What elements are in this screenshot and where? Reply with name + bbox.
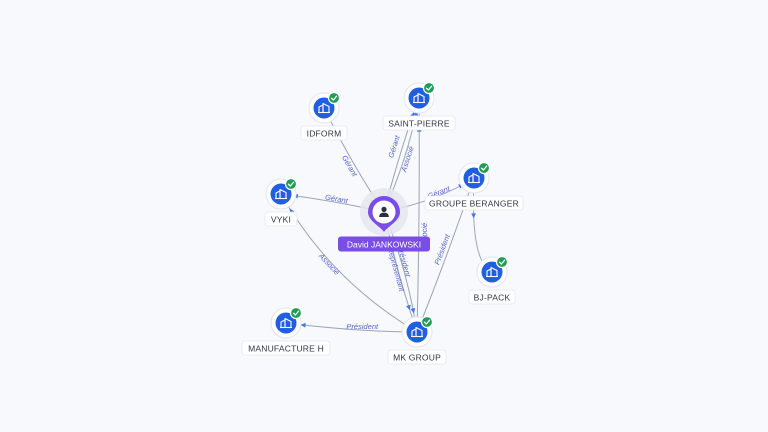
company-node-disc [406,321,428,343]
building-icon [413,92,425,104]
company-node-mk-group[interactable]: MK GROUP [387,315,447,365]
company-node-label[interactable]: MANUFACTURE H [241,340,331,356]
company-name: MK GROUP [393,352,441,362]
edge-arrow-icon [406,304,411,311]
building-icon [280,317,292,329]
verified-check-icon [477,161,491,175]
building-icon [468,172,480,184]
company-node-disc [313,97,335,119]
user-icon [379,206,389,217]
verified-check-icon [420,315,434,329]
company-node-manufacture-h[interactable]: MANUFACTURE H [241,306,331,356]
company-node-idform[interactable]: IDFORM [300,91,348,141]
building-icon [275,188,287,200]
company-node-label[interactable]: IDFORM [300,125,348,141]
building-icon [318,102,330,114]
company-name: MANUFACTURE H [248,343,324,353]
company-name: VYKI [271,214,291,224]
company-node-bj-pack[interactable]: BJ-PACK [468,255,516,305]
company-name: GROUPE BERANGER [429,198,519,208]
verified-check-icon [495,255,509,269]
person-name: David JANKOWSKI [347,239,421,249]
edge-arrow-icon [300,322,306,328]
edge-arrow-icon [410,307,416,314]
edge-mk-group-to-saint-pierre: Associé [416,97,429,333]
edge-label: Président [346,322,379,331]
company-node-label[interactable]: GROUPE BERANGER [424,195,524,211]
edge-mk-group-to-manufacture-h: Président [285,322,418,333]
edge-label: Associé [316,251,341,277]
company-name: SAINT-PIERRE [388,118,450,128]
building-icon [411,326,423,338]
edge-label: Gérant [340,154,360,179]
nodes-layer: IDFORM SAINT-PIERRE GROUPE BERANGER VYKI BJ-… [241,81,524,365]
company-node-label[interactable]: SAINT-PIERRE [382,115,456,131]
company-node-vyki[interactable]: VYKI [264,177,298,227]
building-icon [486,266,498,278]
company-name: IDFORM [307,128,342,138]
edge-arrow-icon [471,213,476,219]
company-node-disc [463,167,485,189]
person-node[interactable]: David JANKOWSKI [338,188,430,252]
verified-check-icon [422,81,436,95]
company-node-disc [481,261,503,283]
company-node-disc [270,183,292,205]
edge-label: Associé [420,223,429,250]
company-node-label[interactable]: BJ-PACK [468,289,516,305]
verified-check-icon [284,177,298,191]
verified-check-icon [327,91,341,105]
edge-label: Gérant [324,192,349,205]
person-name-label[interactable]: David JANKOWSKI [338,236,430,252]
company-node-label[interactable]: VYKI [264,211,298,227]
company-node-groupe-beranger[interactable]: GROUPE BERANGER [424,161,524,211]
company-node-disc [408,87,430,109]
company-node-label[interactable]: MK GROUP [387,349,447,365]
company-node-disc [275,312,297,334]
edge-line [416,97,420,333]
verified-check-icon [289,306,303,320]
company-name: BJ-PACK [474,292,511,302]
company-node-saint-pierre[interactable]: SAINT-PIERRE [382,81,456,131]
